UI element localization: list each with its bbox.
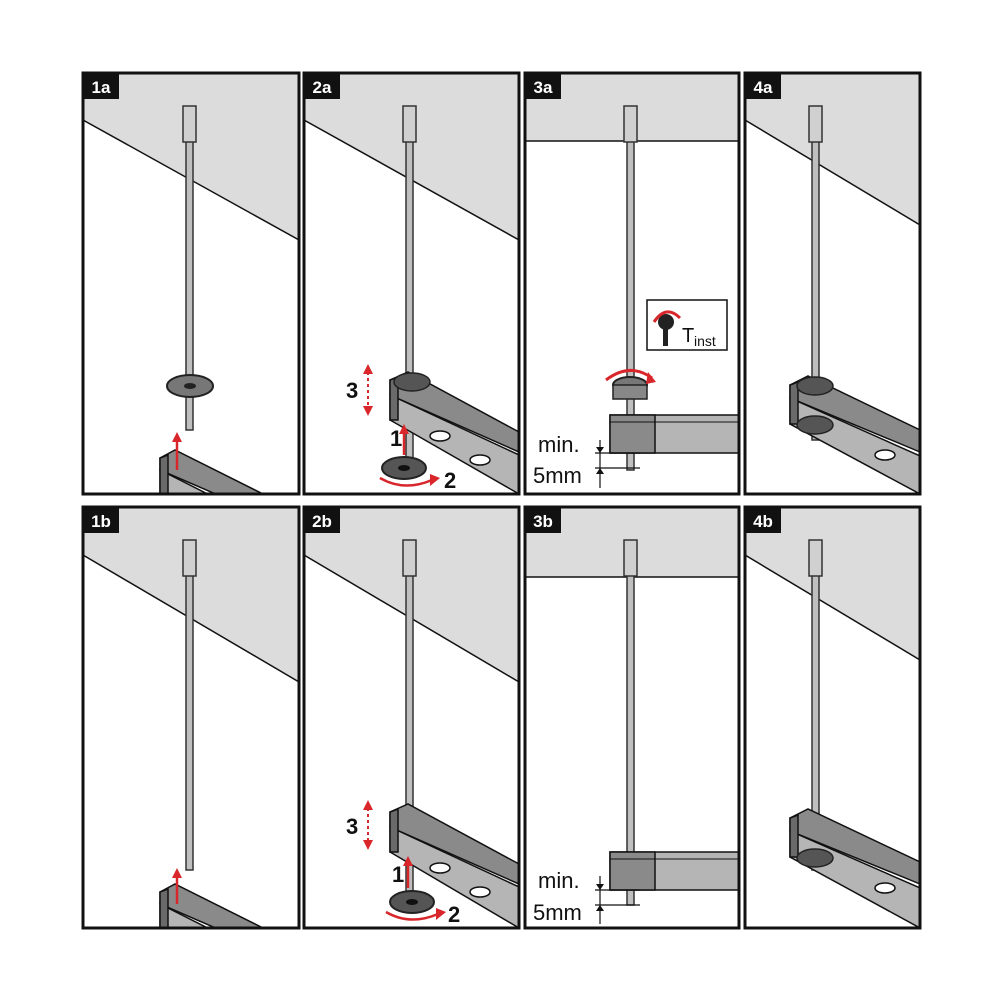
panel-frame-3b [523, 505, 741, 930]
wall-area [745, 73, 920, 225]
mounting-channel [159, 883, 265, 928]
torque-subscript: inst [694, 333, 716, 349]
step-2-label: 2 [448, 902, 460, 927]
rotate-arrow [385, 910, 439, 921]
step-3-label: 3 [346, 378, 358, 403]
rotate-arrow-head [430, 474, 440, 486]
step-3-label: 3 [346, 814, 358, 839]
rod-anchor-head [623, 105, 638, 143]
torque-wrench-icon [658, 314, 674, 330]
adjust-arrow-up [363, 364, 373, 374]
adjust-arrow-down [363, 406, 373, 416]
panel-frame-1a [81, 71, 301, 496]
up-arrow-head [172, 868, 182, 878]
panel-label-box-4b [745, 507, 781, 533]
panel-frame-4b [743, 505, 922, 930]
panel-label-box-1b [83, 507, 119, 533]
up-arrow-head [172, 432, 182, 442]
washer-top [393, 372, 431, 392]
nut-hole [406, 899, 418, 905]
torque-symbol: T [682, 325, 694, 347]
step-1-label: 1 [392, 862, 404, 887]
rod-anchor-head [623, 539, 638, 577]
panel-label-4b: 4b [753, 512, 773, 531]
nut-bottom [796, 415, 834, 435]
rod-anchor-head [182, 539, 197, 577]
panel-frame-3a [523, 71, 741, 496]
rotate-arrow [379, 476, 433, 487]
rotate-arrow-head [436, 908, 446, 920]
mounting-channel [789, 808, 920, 928]
panel-1b [83, 507, 299, 928]
mounting-channel-end [609, 851, 739, 891]
panel-label-box-2a [304, 73, 340, 99]
panel-4a [745, 73, 920, 494]
threaded-rod [185, 574, 194, 871]
wall-area [745, 507, 920, 660]
up-arrow-head [403, 856, 413, 866]
wall-edge [745, 554, 920, 661]
nut-bottom [796, 848, 834, 868]
rod-anchor-head [402, 539, 417, 577]
rod-anchor-head [402, 105, 417, 143]
dim-min-label: min. [538, 868, 580, 893]
panel-label-3a: 3a [534, 78, 553, 97]
adjust-arrow-up [363, 800, 373, 810]
dim-value-label: 5mm [533, 900, 582, 925]
mounting-channel [389, 803, 519, 928]
panel-label-box-2b [304, 507, 340, 533]
panel-2b [304, 507, 519, 928]
washer-top [796, 376, 834, 396]
panel-label-2a: 2a [313, 78, 332, 97]
wall-edge [745, 119, 920, 226]
panel-1a [83, 73, 299, 494]
rod-anchor-head [808, 105, 823, 143]
panel-label-3b: 3b [533, 512, 553, 531]
dim-value-label: 5mm [533, 463, 582, 488]
step-1-label: 1 [390, 426, 402, 451]
nut-body [612, 384, 648, 400]
panel-label-box-4a [745, 73, 781, 99]
panel-label-1b: 1b [91, 512, 111, 531]
panel-3b [525, 507, 739, 924]
rod-anchor-head [182, 105, 197, 143]
adjust-arrow-down [363, 840, 373, 850]
torque-symbol-box: T inst [646, 299, 728, 351]
rod-anchor-head [808, 539, 823, 577]
panel-4b [745, 507, 920, 928]
mounting-channel-end [609, 414, 739, 454]
mounting-channel [159, 449, 265, 494]
panel-frame-2b [302, 505, 521, 930]
panel-frame-2a [302, 71, 521, 496]
panel-label-1a: 1a [92, 78, 111, 97]
washer-hole [184, 383, 196, 389]
panel-frame-4a [743, 71, 922, 496]
nut-hole [398, 465, 410, 471]
panel-2a [304, 73, 519, 494]
torque-arrow-head [646, 372, 656, 384]
panel-label-box-3b [525, 507, 561, 533]
step-2-label: 2 [444, 468, 456, 493]
up-arrow-head [399, 424, 409, 434]
dim-min-label: min. [538, 432, 580, 457]
panel-3a: T inst [525, 73, 739, 488]
panel-label-4a: 4a [754, 78, 773, 97]
panel-label-2b: 2b [312, 512, 332, 531]
panel-label-box-1a [83, 73, 119, 99]
panel-frame-1b [81, 505, 301, 930]
panel-label-box-3a [525, 73, 561, 99]
